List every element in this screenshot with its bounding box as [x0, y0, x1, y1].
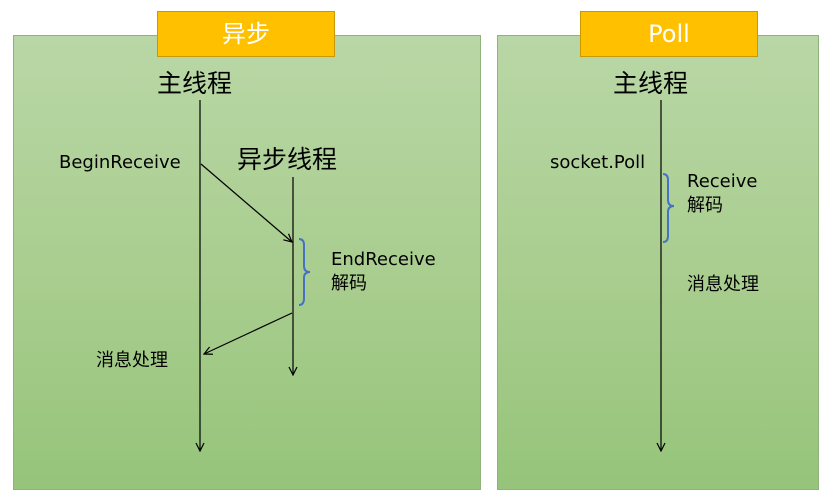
end-receive-label: EndReceive	[331, 249, 436, 270]
async-thread-title: 异步线程	[237, 145, 338, 174]
async-tab-label: 异步	[157, 11, 335, 57]
begin-receive-label: BeginReceive	[59, 152, 181, 173]
main-thread-title: 主线程	[157, 69, 233, 98]
receive-label: Receive	[687, 171, 758, 192]
decode-label: 解码	[331, 273, 367, 294]
poll-main-thread-title: 主线程	[613, 69, 689, 98]
poll-decode-label: 解码	[687, 195, 723, 216]
poll-tab-label: Poll	[580, 11, 758, 57]
end-receive-bracket	[298, 238, 311, 306]
poll-panel	[497, 35, 819, 490]
receive-bracket	[662, 173, 675, 243]
callback-arrow	[204, 312, 293, 354]
begin-receive-arrow	[200, 163, 292, 242]
poll-message-processing-label: 消息处理	[687, 274, 759, 295]
async-panel	[13, 35, 481, 490]
socket-poll-label: socket.Poll	[550, 152, 646, 173]
message-processing-label: 消息处理	[96, 350, 168, 371]
